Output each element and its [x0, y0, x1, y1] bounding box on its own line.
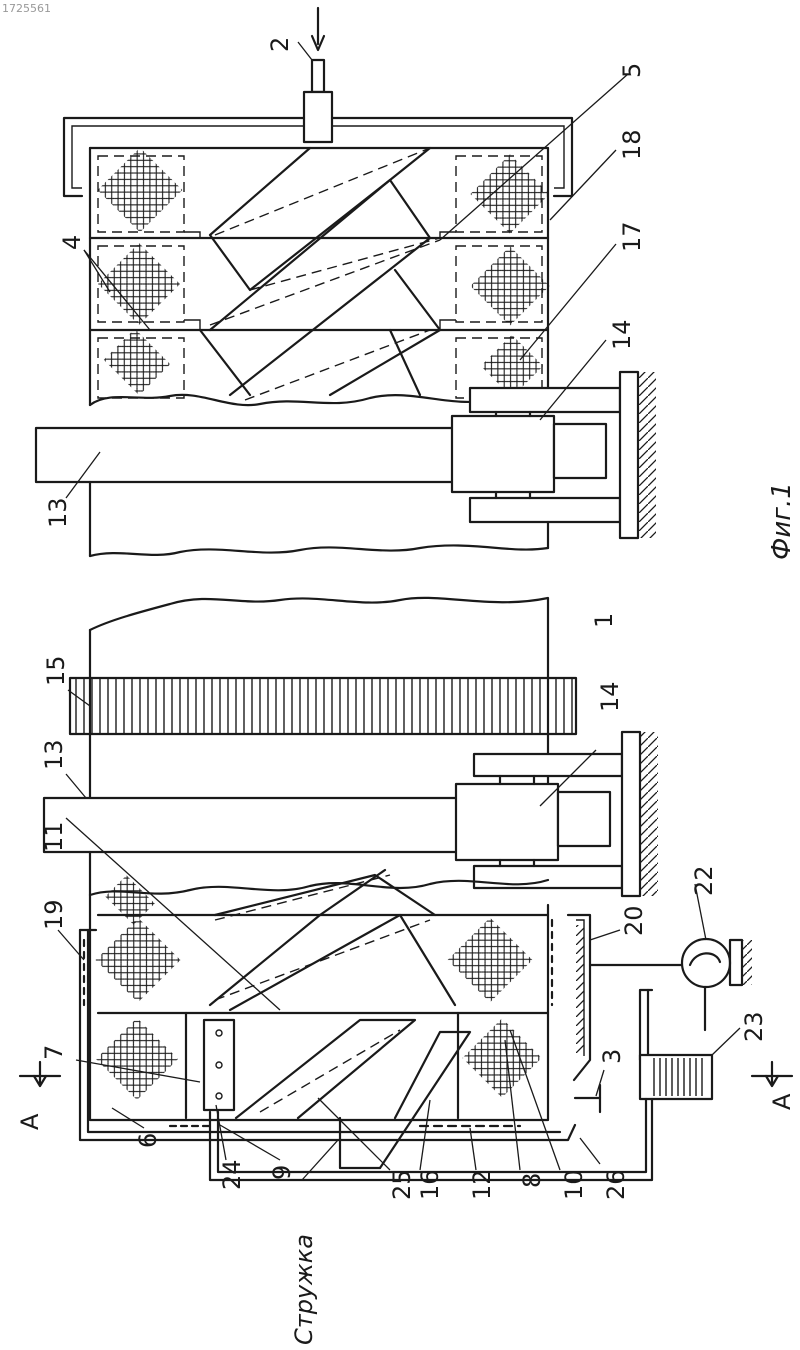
leader-lines: [58, 42, 740, 1180]
section-mark-right: А: [768, 1093, 796, 1110]
label-13-top: 13: [44, 497, 72, 528]
label-23: 23: [740, 1011, 768, 1042]
label-15: 15: [42, 655, 70, 686]
label-5: 5: [618, 63, 646, 78]
label-12: 12: [468, 1169, 496, 1200]
label-17: 17: [618, 221, 646, 252]
label-14-top: 14: [608, 319, 636, 350]
label-25: 25: [388, 1169, 416, 1200]
bottom-assembly: [20, 598, 792, 1180]
label-19: 19: [40, 899, 68, 930]
label-26: 26: [602, 1169, 630, 1200]
label-4: 4: [58, 235, 86, 250]
label-8: 8: [518, 1173, 546, 1188]
corner-mark: 1725561: [2, 2, 51, 15]
label-3: 3: [598, 1049, 626, 1064]
section-mark-left: А: [16, 1113, 44, 1130]
top-assembly: [36, 8, 656, 556]
label-2: 2: [266, 37, 294, 52]
material-label: Стружка: [290, 1234, 318, 1345]
figure-caption: Фиг.1: [767, 482, 797, 560]
label-1: 1: [590, 613, 618, 628]
label-6: 6: [134, 1133, 162, 1148]
label-24: 24: [218, 1159, 246, 1190]
label-16: 16: [416, 1169, 444, 1200]
label-22: 22: [690, 865, 718, 896]
label-7: 7: [40, 1045, 68, 1060]
label-11: 11: [40, 821, 68, 852]
label-14-bottom: 14: [596, 681, 624, 712]
label-10: 10: [560, 1169, 588, 1200]
label-18: 18: [618, 129, 646, 160]
label-20: 20: [620, 905, 648, 936]
label-9: 9: [268, 1165, 296, 1180]
label-13-bottom: 13: [40, 739, 68, 770]
